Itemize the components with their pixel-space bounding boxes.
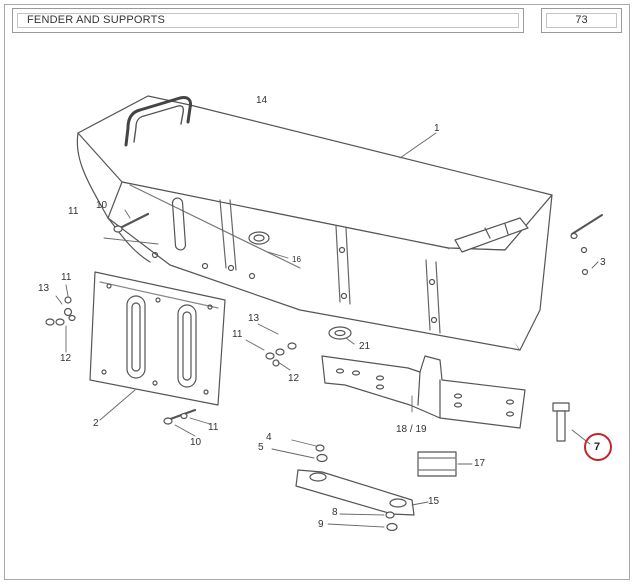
callout-5: 5 bbox=[258, 442, 264, 453]
support-plate-part-2 bbox=[89, 271, 226, 406]
callout-11-left: 11 bbox=[61, 272, 72, 283]
callout-9: 9 bbox=[318, 519, 324, 530]
callout-2: 2 bbox=[93, 418, 99, 429]
page-number: 73 bbox=[575, 14, 588, 26]
header-title: FENDER AND SUPPORTS bbox=[27, 14, 166, 26]
callout-14: 14 bbox=[256, 95, 268, 106]
callout-18-19: 18 / 19 bbox=[396, 424, 427, 435]
callout-17: 17 bbox=[474, 458, 486, 469]
callout-16: 16 bbox=[292, 255, 301, 264]
fender-part-1 bbox=[76, 95, 553, 351]
spacer-part-17 bbox=[417, 451, 457, 477]
header-page-box: 73 bbox=[541, 8, 622, 33]
callout-12-left: 12 bbox=[60, 353, 72, 364]
callout-3: 3 bbox=[600, 257, 606, 268]
callout-11-bottom: 11 bbox=[208, 422, 219, 433]
bolt-part-7 bbox=[552, 402, 570, 442]
drawing-frame bbox=[4, 4, 630, 580]
callout-10-bottom: 10 bbox=[190, 437, 202, 448]
callout-8: 8 bbox=[332, 507, 338, 518]
callout-10-top: 10 bbox=[96, 200, 108, 211]
washer-part-21 bbox=[328, 326, 352, 340]
callout-15: 15 bbox=[428, 496, 440, 507]
callout-7: 7 bbox=[594, 441, 601, 453]
hardware-fasteners bbox=[45, 212, 603, 532]
callout-13-right: 13 bbox=[248, 313, 260, 324]
callout-1: 1 bbox=[434, 123, 440, 134]
callout-11-top: 11 bbox=[68, 206, 79, 217]
callout-4: 4 bbox=[266, 432, 272, 443]
leader-lines bbox=[55, 132, 599, 528]
callout-11-right: 11 bbox=[232, 329, 243, 340]
header-title-box: FENDER AND SUPPORTS bbox=[12, 8, 524, 33]
strap-plate-part-15 bbox=[295, 469, 415, 516]
bracket-part-18-19 bbox=[321, 355, 526, 429]
callout-13-left: 13 bbox=[38, 283, 50, 294]
callout-12-right: 12 bbox=[288, 373, 300, 384]
callout-21: 21 bbox=[359, 341, 371, 352]
highlight-circle bbox=[584, 433, 612, 461]
